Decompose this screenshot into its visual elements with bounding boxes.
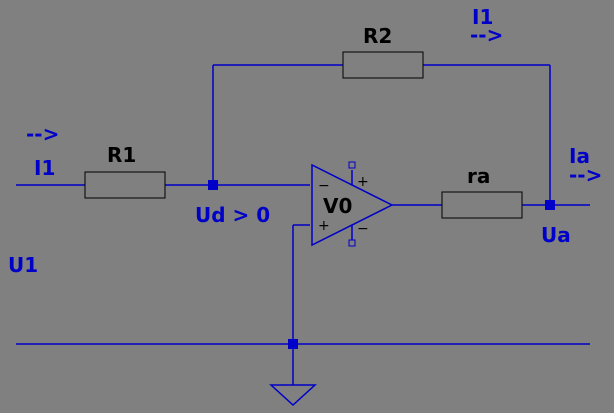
arrow-feedback-current: --> — [470, 23, 503, 47]
label-r2: R2 — [363, 24, 392, 48]
opamp-v0[interactable] — [311, 161, 394, 247]
arrow-output-current: --> — [569, 163, 602, 187]
resistor-r1[interactable] — [84, 171, 166, 199]
junction-output-node — [545, 200, 555, 210]
junction-ground-node — [288, 339, 298, 349]
opamp-supply-neg-pin — [348, 239, 356, 247]
ground-icon — [269, 384, 317, 407]
opamp-inverting-sign: − — [318, 178, 330, 194]
label-diff-voltage: Ud > 0 — [195, 203, 270, 227]
label-feedback-current: I1 — [472, 5, 493, 29]
label-r1: R1 — [107, 143, 136, 167]
label-input-current: I1 — [34, 156, 55, 180]
label-output-current: Ia — [569, 144, 590, 168]
label-output-voltage: Ua — [541, 223, 571, 247]
junction-inverting-node — [208, 180, 218, 190]
opamp-supply-pos-sign: + — [357, 174, 369, 190]
arrow-input-current: --> — [26, 122, 59, 146]
opamp-noninverting-sign: + — [318, 218, 330, 234]
label-opamp: V0 — [323, 194, 352, 218]
wires — [16, 64, 590, 385]
resistor-r2[interactable] — [342, 51, 424, 79]
label-ra: ra — [467, 164, 490, 188]
resistor-ra[interactable] — [441, 191, 523, 219]
opamp-supply-pos-pin — [348, 161, 356, 169]
label-input-voltage: U1 — [8, 253, 38, 277]
opamp-supply-neg-sign: − — [357, 221, 369, 237]
